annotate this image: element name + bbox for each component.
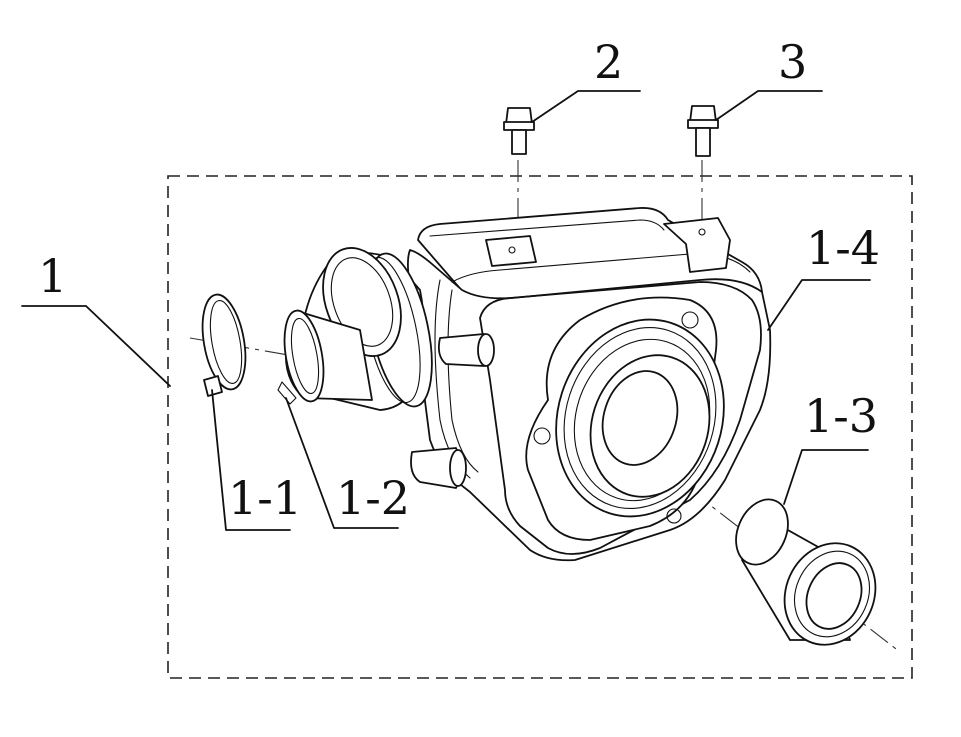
outlet-bore	[601, 370, 679, 466]
air-filter-housing	[407, 207, 772, 562]
part-1-2-sleeve	[277, 309, 373, 405]
bolt-2-flange	[503, 121, 535, 131]
housing-side-boss-lower-end	[449, 449, 467, 487]
housing-seam-left-2	[447, 289, 479, 473]
clamp-band-outer	[201, 293, 247, 391]
flange-screw-left	[533, 427, 551, 445]
mount-hole-left	[508, 246, 516, 254]
sleeve-end-ring	[283, 309, 325, 403]
leader-1-1	[211, 389, 291, 531]
callout-1: 1	[38, 249, 67, 303]
callout-1-1: 1-1	[228, 471, 302, 525]
leader-lines	[21, 90, 871, 531]
callout-3: 3	[778, 35, 807, 89]
bolt-2-shank	[511, 129, 527, 155]
leader-2	[531, 90, 641, 123]
mount-tab-left	[485, 235, 537, 267]
callout-2: 2	[594, 35, 623, 89]
flange-screw-bottom	[666, 508, 682, 524]
leader-1-2	[285, 397, 399, 529]
tube-back-end	[735, 498, 789, 566]
clamp-latch	[203, 375, 223, 397]
mount-tab-right	[663, 217, 731, 273]
bolt-3	[687, 105, 719, 157]
bolt-3-flange	[687, 119, 719, 129]
leader-1-3	[783, 449, 869, 505]
tube-front-rim-inner	[794, 550, 870, 638]
housing-side-boss-upper-end	[477, 333, 495, 367]
clamp-band-inner	[209, 300, 243, 384]
tube-bore	[805, 562, 863, 630]
bolt-2	[503, 107, 535, 155]
sleeve-clip	[277, 381, 297, 405]
snorkel-mouth-inner	[330, 257, 394, 347]
housing-front-face	[479, 281, 762, 555]
bolt-3-shank	[695, 127, 711, 157]
assembly-boundary	[167, 175, 913, 679]
housing-rim	[429, 219, 665, 237]
sleeve-end-inner	[290, 317, 320, 395]
mount-hole-right	[698, 228, 706, 236]
part-1-1-clamp	[201, 293, 247, 397]
callout-1-2: 1-2	[336, 471, 410, 525]
leader-1-4	[767, 279, 871, 331]
part-1-3-tube	[735, 498, 877, 646]
flange-screw-top	[681, 311, 699, 329]
leader-3	[715, 90, 823, 121]
callout-1-3: 1-3	[804, 389, 878, 443]
outlet-ring-ridge-1	[563, 327, 717, 509]
callout-1-4: 1-4	[806, 221, 880, 275]
leader-1	[21, 305, 171, 387]
